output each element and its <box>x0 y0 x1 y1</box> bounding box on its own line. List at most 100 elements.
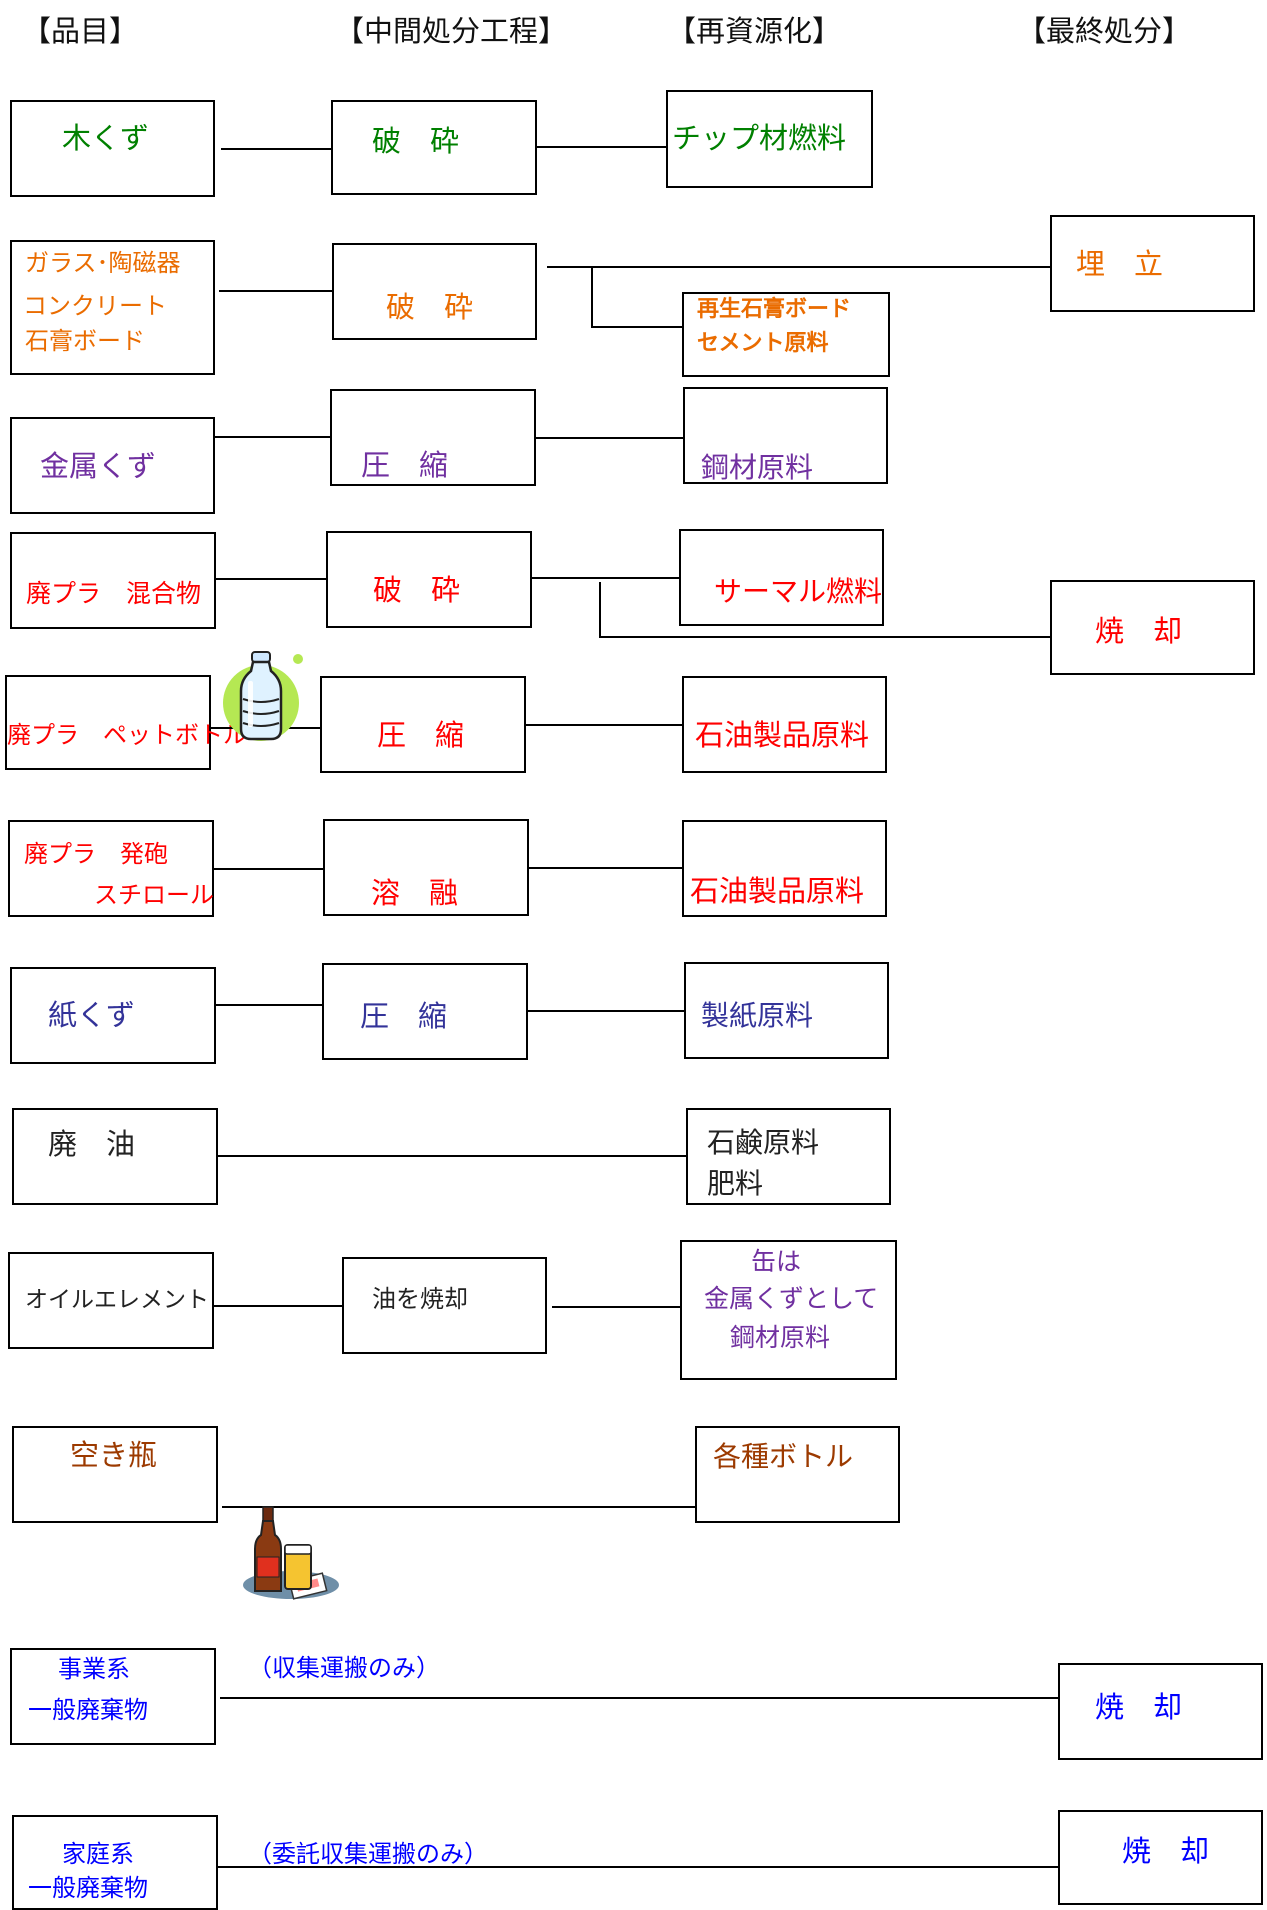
item-label-plastic-mix: 廃プラ 混合物 <box>26 579 202 608</box>
recycle-box-metal <box>683 387 888 484</box>
item-label-wood: 木くず <box>62 121 150 155</box>
beer-bottle-icon <box>243 1506 339 1600</box>
recycle-label-glass-2: セメント原料 <box>697 331 829 356</box>
recycle-box-oil <box>686 1108 891 1205</box>
final-label-incinerate-3: 焼 却 <box>1122 1834 1210 1868</box>
header-process: 【中間処分工程】 <box>335 14 568 48</box>
recycle-label-plastic-mix: サーマル燃料 <box>714 575 883 608</box>
item-box-glass <box>10 240 215 375</box>
connector <box>216 578 326 580</box>
process-label-element: 油を焼却 <box>372 1285 468 1313</box>
process-label-metal: 圧 縮 <box>361 448 449 482</box>
process-label-pet: 圧 縮 <box>377 718 465 752</box>
connector <box>528 1010 684 1012</box>
item-label-pet: 廃プラ ペットボトル <box>7 721 247 749</box>
item-label-paper: 紙くず <box>48 998 136 1032</box>
item-label-foam-1: 廃プラ 発砲 <box>24 840 168 868</box>
connector <box>536 437 683 439</box>
connector <box>526 724 682 726</box>
final-label-incinerate-2: 焼 却 <box>1095 1690 1183 1724</box>
item-box-pet <box>5 675 211 770</box>
item-label-foam-2: スチロール <box>94 881 214 909</box>
item-label-glass-3: 石膏ボード <box>25 327 145 355</box>
item-box-bottle <box>12 1426 218 1523</box>
recycle-label-metal: 鋼材原料 <box>701 451 814 484</box>
connector <box>599 582 601 638</box>
recycle-box-element <box>680 1240 897 1380</box>
connector <box>214 868 323 870</box>
process-box-element <box>342 1257 547 1354</box>
connector <box>532 577 679 579</box>
connector <box>599 636 1050 638</box>
connector <box>547 266 1050 268</box>
recycle-box-wood <box>666 90 873 188</box>
connector <box>591 266 593 328</box>
note-business: （収集運搬のみ） <box>248 1654 440 1682</box>
recycle-box-plastic-mix <box>679 529 884 626</box>
process-label-plastic-mix: 破 砕 <box>373 573 461 607</box>
item-box-plastic-mix <box>10 532 216 629</box>
process-label-wood: 破 砕 <box>372 124 460 158</box>
recycle-label-oil-1: 石鹸原料 <box>707 1126 820 1159</box>
item-label-business-1: 事業系 <box>58 1655 130 1683</box>
recycle-label-paper: 製紙原料 <box>701 999 814 1032</box>
process-box-plastic-mix <box>326 531 532 628</box>
recycle-box-foam <box>682 820 887 917</box>
process-label-foam: 溶 融 <box>371 876 459 910</box>
connector <box>216 1004 322 1006</box>
process-label-paper: 圧 縮 <box>360 999 448 1033</box>
final-label-landfill: 埋 立 <box>1076 247 1164 281</box>
item-box-foam <box>8 820 214 917</box>
connector <box>219 290 332 292</box>
connector <box>221 148 331 150</box>
note-household: （委託収集運搬のみ） <box>248 1840 488 1868</box>
item-label-oil: 廃 油 <box>48 1127 136 1161</box>
connector <box>552 1306 680 1308</box>
connector <box>220 1697 1058 1699</box>
item-box-household <box>12 1815 218 1910</box>
final-box-landfill <box>1050 215 1255 312</box>
recycle-label-pet: 石油製品原料 <box>695 718 870 752</box>
recycle-label-element-2: 金属くずとして <box>704 1284 879 1313</box>
recycle-label-element-3: 鋼材原料 <box>730 1323 831 1352</box>
item-box-oil <box>12 1108 218 1205</box>
recycle-label-element-1: 缶は <box>751 1247 802 1276</box>
connector <box>537 146 667 148</box>
item-label-metal: 金属くず <box>40 449 157 483</box>
item-box-wood <box>10 100 215 197</box>
recycle-box-bottle <box>695 1426 900 1523</box>
process-box-metal <box>330 389 536 486</box>
recycle-box-paper <box>684 962 889 1059</box>
connector <box>222 1506 698 1508</box>
recycle-label-oil-2: 肥料 <box>707 1167 764 1200</box>
process-box-paper <box>322 963 528 1060</box>
connector <box>529 867 682 869</box>
header-final: 【最終処分】 <box>1017 14 1192 48</box>
connector <box>214 1305 342 1307</box>
item-label-glass-1: ガラス･陶磁器 <box>25 249 181 277</box>
process-box-pet <box>320 676 526 773</box>
process-box-glass <box>332 243 537 340</box>
final-label-incinerate-1: 焼 却 <box>1095 614 1183 648</box>
item-label-bottle: 空き瓶 <box>70 1438 158 1472</box>
recycle-label-wood: チップ材燃料 <box>672 121 847 155</box>
recycle-label-bottle: 各種ボトル <box>713 1440 854 1473</box>
item-label-household-1: 家庭系 <box>62 1840 134 1868</box>
item-label-business-2: 一般廃棄物 <box>28 1696 148 1724</box>
recycle-label-glass-1: 再生石膏ボード <box>697 297 852 322</box>
item-label-household-2: 一般廃棄物 <box>28 1874 148 1902</box>
item-box-business <box>10 1648 216 1745</box>
final-box-incinerate-1 <box>1050 580 1255 675</box>
connector <box>218 1866 1058 1868</box>
connector <box>591 326 682 328</box>
connector <box>218 1155 686 1157</box>
recycle-box-glass <box>682 292 890 377</box>
recycle-label-foam: 石油製品原料 <box>690 874 865 908</box>
header-items: 【品目】 <box>22 14 139 48</box>
item-box-metal <box>10 417 215 514</box>
header-recycle: 【再資源化】 <box>667 14 842 48</box>
recycle-box-pet <box>682 676 887 773</box>
item-label-element: オイルエレメント <box>25 1287 209 1313</box>
item-box-element <box>8 1252 214 1349</box>
pet-bottle-icon <box>223 651 303 741</box>
